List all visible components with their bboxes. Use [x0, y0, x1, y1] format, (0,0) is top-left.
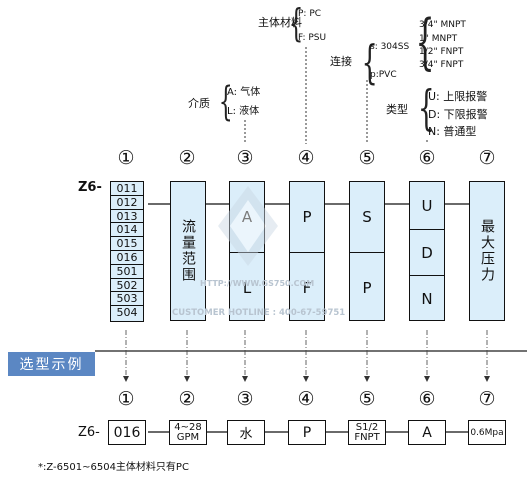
max-pressure-box: 最大压力 [469, 181, 505, 321]
footnote: *:Z-6501~6504主体材料只有PC [38, 462, 189, 473]
material-option-pc: P: PC [298, 9, 322, 19]
type-option-normal: N: 普通型 [428, 125, 477, 138]
example-number-1: ① [117, 388, 135, 410]
code-list: 011 012 013 014 015 016 501 502 503 504 [110, 181, 144, 322]
type-option-u: U [421, 196, 433, 215]
medium-option-liquid: L: 液体 [227, 106, 260, 117]
example-value-medium: 水 [227, 420, 265, 445]
material-brace: { [288, 1, 304, 45]
medium-box: A L [229, 181, 265, 321]
type-option-d: D [410, 229, 444, 276]
example-value-material: P [288, 420, 326, 445]
medium-option-gas: A: 气体 [227, 87, 261, 98]
column-number-7: ⑦ [478, 147, 496, 169]
watermark-url: HTTP://WWW.GS750.COM [200, 279, 315, 288]
code-item: 014 [111, 223, 143, 238]
column-number-3: ③ [236, 147, 254, 169]
column-number-5: ⑤ [358, 147, 376, 169]
example-banner: 选型示例 [8, 352, 95, 376]
connection-s-option-2: 1" MNPT [419, 34, 458, 44]
example-number-2: ② [178, 388, 196, 410]
column-number-1: ① [117, 147, 135, 169]
example-number-7: ⑦ [478, 388, 496, 410]
model-prefix: Z6- [78, 180, 102, 195]
column-number-4: ④ [297, 147, 315, 169]
flow-range-label: 流量范围 [180, 219, 196, 283]
material-option-psu: F: PSU [298, 33, 327, 43]
max-pressure-label: 最大压力 [479, 219, 495, 283]
example-value-code: 016 [108, 420, 146, 445]
code-item: 501 [111, 265, 143, 279]
type-label: 类型 [386, 103, 408, 116]
type-brace: { [417, 80, 435, 136]
code-item: 504 [116, 306, 138, 320]
connection-s-brace: { [415, 7, 435, 77]
material-option-p: P [302, 208, 312, 226]
code-item: 503 [111, 292, 143, 307]
code-item: 013 [111, 210, 143, 224]
connection-option-s: S [362, 208, 372, 226]
type-option-upper: U: 上限报警 [428, 90, 488, 103]
flow-range-box: 流量范围 [170, 181, 206, 321]
code-item: 011 [111, 182, 143, 196]
example-value-type: A [408, 420, 446, 445]
example-value-flow-range: 4~28 GPM [169, 420, 207, 445]
example-prefix: Z6- [78, 425, 100, 440]
material-option-f: F [290, 252, 324, 322]
watermark-logo-icon [218, 186, 278, 266]
example-number-5: ⑤ [358, 388, 376, 410]
example-value-connection: S1/2 FNPT [348, 420, 386, 445]
code-item: 502 [111, 279, 143, 293]
material-label: 主体材料 [258, 16, 302, 29]
medium-option-l: L [230, 252, 264, 322]
column-number-6: ⑥ [418, 147, 436, 169]
example-number-4: ④ [297, 388, 315, 410]
connection-brace: { [361, 35, 378, 89]
example-number-6: ⑥ [418, 388, 436, 410]
connection-box: S P [349, 181, 385, 321]
code-item: 012 [111, 196, 143, 210]
connection-p-label: p:PVC [370, 70, 397, 80]
code-item: 016 [111, 251, 143, 265]
medium-label: 介质 [188, 97, 210, 110]
connection-label: 连接 [330, 55, 352, 68]
example-value-pressure: 0.6Mpa [468, 420, 506, 445]
connection-s-option-3: 1/2" FNPT [419, 47, 464, 57]
connection-option-p: P [350, 252, 384, 322]
type-option-lower: D: 下限报警 [428, 108, 488, 121]
example-number-3: ③ [236, 388, 254, 410]
material-box: P F [289, 181, 325, 321]
connection-s-label: s: 304SS [370, 42, 410, 52]
medium-brace: { [218, 79, 233, 125]
code-item: 015 [111, 237, 143, 251]
type-option-n: N [410, 275, 444, 322]
watermark-hotline: CUSTOMER HOTLINE : 400-67-59751 [172, 308, 346, 318]
connection-s-option-4: 3/4" FNPT [419, 60, 464, 70]
column-number-2: ② [178, 147, 196, 169]
connection-s-option-1: 3/4" MNPT [419, 20, 466, 30]
medium-option-a: A [230, 182, 264, 252]
type-box: U D N [409, 181, 445, 321]
